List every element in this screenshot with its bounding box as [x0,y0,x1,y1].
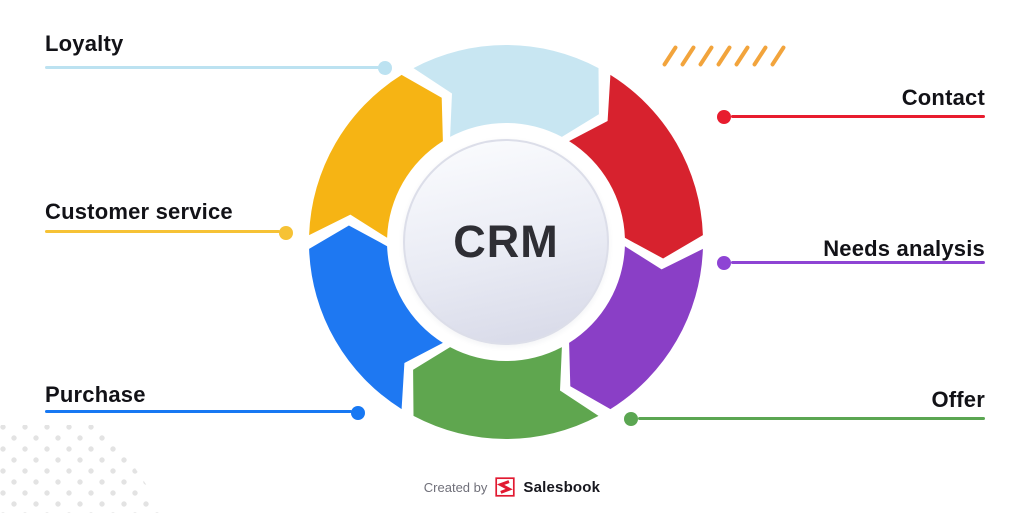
brand-name: Salesbook [523,478,601,496]
callout-label-purchase: Purchase [45,382,146,407]
wheel-segment-needs-analysis [569,246,703,410]
callout-label-customer-service: Customer service [45,199,233,224]
callout-line-purchase [45,410,352,413]
wheel-segment-contact [569,74,703,259]
hatch-stroke [715,44,733,68]
callout-label-offer: Offer [931,387,985,412]
callout-line-offer [638,417,985,420]
hatch-stroke [697,44,715,68]
wheel-segment-offer [413,347,599,439]
callout-line-contact [731,115,985,118]
callout-dot-needs-analysis [717,256,731,270]
wheel-segment-customer-service [309,74,443,238]
hatch-decoration [661,44,787,68]
callout-dot-offer [624,412,638,426]
callout-label-loyalty: Loyalty [45,31,124,56]
created-by-text: Created by [423,479,488,495]
wheel-segment-loyalty [413,45,599,137]
hatch-stroke [733,44,751,68]
callout-dot-customer-service [279,226,293,240]
callout-label-contact: Contact [901,85,985,110]
crm-hub-circle: CRM [403,139,609,345]
crm-label: CRM [453,216,559,267]
callout-line-customer-service [45,230,280,233]
callout-dot-loyalty [378,61,392,75]
hatch-stroke [751,44,769,68]
callout-dot-contact [717,110,731,124]
callout-line-needs-analysis [731,261,985,264]
salesbook-logo-icon [495,477,516,497]
callout-label-needs-analysis: Needs analysis [823,236,985,261]
wheel-segment-purchase [309,225,443,410]
footer-credit: Created by Salesbook [0,477,1024,497]
logo-s-glyph [497,480,514,494]
logo-border [495,477,516,497]
hatch-stroke [679,44,697,68]
callout-dot-purchase [351,406,365,420]
callout-line-loyalty [45,66,379,69]
